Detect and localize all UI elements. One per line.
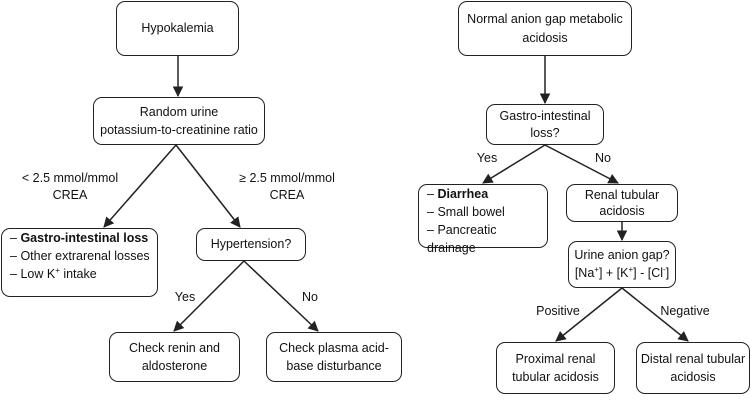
k-superscript: + — [628, 264, 634, 274]
high-ratio-branch-label: ≥ 2.5 mmol/mmol CREA — [226, 170, 348, 204]
rta-line-1: Renal tubular — [584, 187, 660, 202]
intake-text: intake — [59, 267, 97, 282]
arrow-ratio-to-hypertension — [175, 144, 241, 228]
arrow-hypertension-to-acidbase — [243, 260, 319, 332]
cl-text: ] - [Cl — [633, 265, 664, 280]
renal-tubular-acidosis-node: Renal tubular acidosis — [566, 184, 678, 222]
dash: – — [10, 249, 21, 264]
hypokalemia-node: Hypokalemia — [116, 1, 239, 56]
na-text: [Na — [574, 265, 595, 280]
gi-yes-label: Yes — [476, 151, 498, 165]
proximal-rta-node: Proximal renal tubular acidosis — [496, 342, 615, 394]
low-k-text: Low K — [20, 267, 56, 282]
rta-line-2: acidosis — [599, 204, 645, 218]
small-bowel-text: Small bowel — [437, 205, 505, 220]
extrarenal-item-gi: – Gastro-intestinal loss — [10, 229, 148, 247]
extrarenal-item-lowk: – Low K+ intake — [10, 265, 97, 283]
acid-base-line-2: base disturbance — [286, 359, 382, 373]
arrow-gi-to-rta — [544, 144, 619, 184]
arrow-hypertension-to-renin — [173, 260, 245, 332]
close-bracket: ] — [665, 265, 670, 280]
low-ratio-line-1: < 2.5 mmol/mmol — [21, 171, 119, 185]
arrow-urinegap-to-distal — [621, 287, 689, 342]
check-acid-base-node: Check plasma acid- base disturbance — [266, 332, 402, 382]
extrarenal-item-other: – Other extrarenal losses — [10, 247, 150, 265]
acid-base-line-1: Check plasma acid- — [279, 340, 389, 355]
dash: – — [427, 223, 438, 238]
dash: – — [427, 187, 438, 201]
cl-superscript: - — [663, 264, 666, 274]
gi-no-label: No — [595, 151, 611, 165]
distal-rta-node: Distal renal tubular acidosis — [636, 342, 750, 394]
gi-loss-line-2: loss? — [530, 125, 560, 140]
normal-anion-gap-node: Normal anion gap metabolic acidosis — [458, 1, 632, 56]
pancreatic-text: Pancreatic drainage — [427, 223, 497, 256]
negative-label: Negative — [660, 304, 710, 318]
extrarenal-causes-node: – Gastro-intestinal loss – Other extrare… — [1, 228, 158, 297]
gi-loss-line-1: Gastro-intestinal — [499, 109, 591, 124]
urine-ratio-line-1: Random urine — [139, 104, 219, 119]
renin-line-2: aldosterone — [141, 359, 208, 373]
k-text: ] + [K — [598, 265, 629, 280]
hypertension-yes-label: Yes — [174, 290, 196, 304]
high-ratio-line-2: CREA — [269, 187, 305, 202]
k-superscript: + — [55, 266, 60, 276]
dash: – — [10, 231, 21, 245]
distal-line-2: acidosis — [670, 370, 716, 384]
urine-gap-question: Urine anion gap? — [574, 248, 670, 262]
urine-ratio-line-2: potassium-to-creatinine ratio — [100, 123, 258, 137]
dash: – — [10, 267, 21, 282]
low-ratio-line-2: CREA — [52, 187, 88, 202]
proximal-line-1: Proximal renal — [515, 351, 596, 366]
distal-line-1: Distal renal tubular — [640, 351, 746, 366]
check-renin-node: Check renin and aldosterone — [109, 332, 240, 382]
high-ratio-line-1: ≥ 2.5 mmol/mmol — [239, 171, 335, 185]
dash: – — [427, 205, 438, 220]
low-ratio-branch-label: < 2.5 mmol/mmol CREA — [10, 170, 130, 204]
gi-cause-diarrhea: – Diarrhea — [427, 185, 488, 203]
hypokalemia-label: Hypokalemia — [141, 21, 214, 36]
gi-cause-pancreatic: – Pancreatic drainage — [427, 221, 547, 257]
arrow-gi-to-causes — [482, 144, 546, 184]
renin-line-1: Check renin and — [128, 340, 221, 355]
arrow-ratio-to-extrarenal — [103, 144, 177, 228]
other-losses-text: Other extrarenal losses — [20, 249, 150, 264]
nag-line-2: acidosis — [522, 30, 568, 45]
nag-line-1: Normal anion gap metabolic — [467, 12, 623, 27]
positive-label: Positive — [536, 304, 580, 318]
gi-loss-question-node: Gastro-intestinal loss? — [486, 104, 604, 145]
gi-loss-text: Gastro-intestinal loss — [20, 231, 149, 245]
urine-gap-formula: [Na+] + [K+] - [Cl-] — [575, 265, 669, 283]
gi-cause-small-bowel: – Small bowel — [427, 203, 505, 221]
gi-causes-node: – Diarrhea – Small bowel – Pancreatic dr… — [418, 184, 548, 255]
hypertension-node: Hypertension? — [196, 228, 306, 261]
diarrhea-text: Diarrhea — [437, 187, 489, 201]
hypertension-no-label: No — [302, 290, 318, 304]
na-superscript: + — [594, 264, 599, 274]
urine-anion-gap-node: Urine anion gap? [Na+] + [K+] - [Cl-] — [568, 241, 676, 288]
arrow-urinegap-to-proximal — [555, 287, 623, 342]
hypertension-label: Hypertension? — [210, 237, 292, 252]
proximal-line-2: tubular acidosis — [512, 370, 599, 384]
urine-ratio-node: Random urine potassium-to-creatinine rat… — [93, 97, 265, 145]
